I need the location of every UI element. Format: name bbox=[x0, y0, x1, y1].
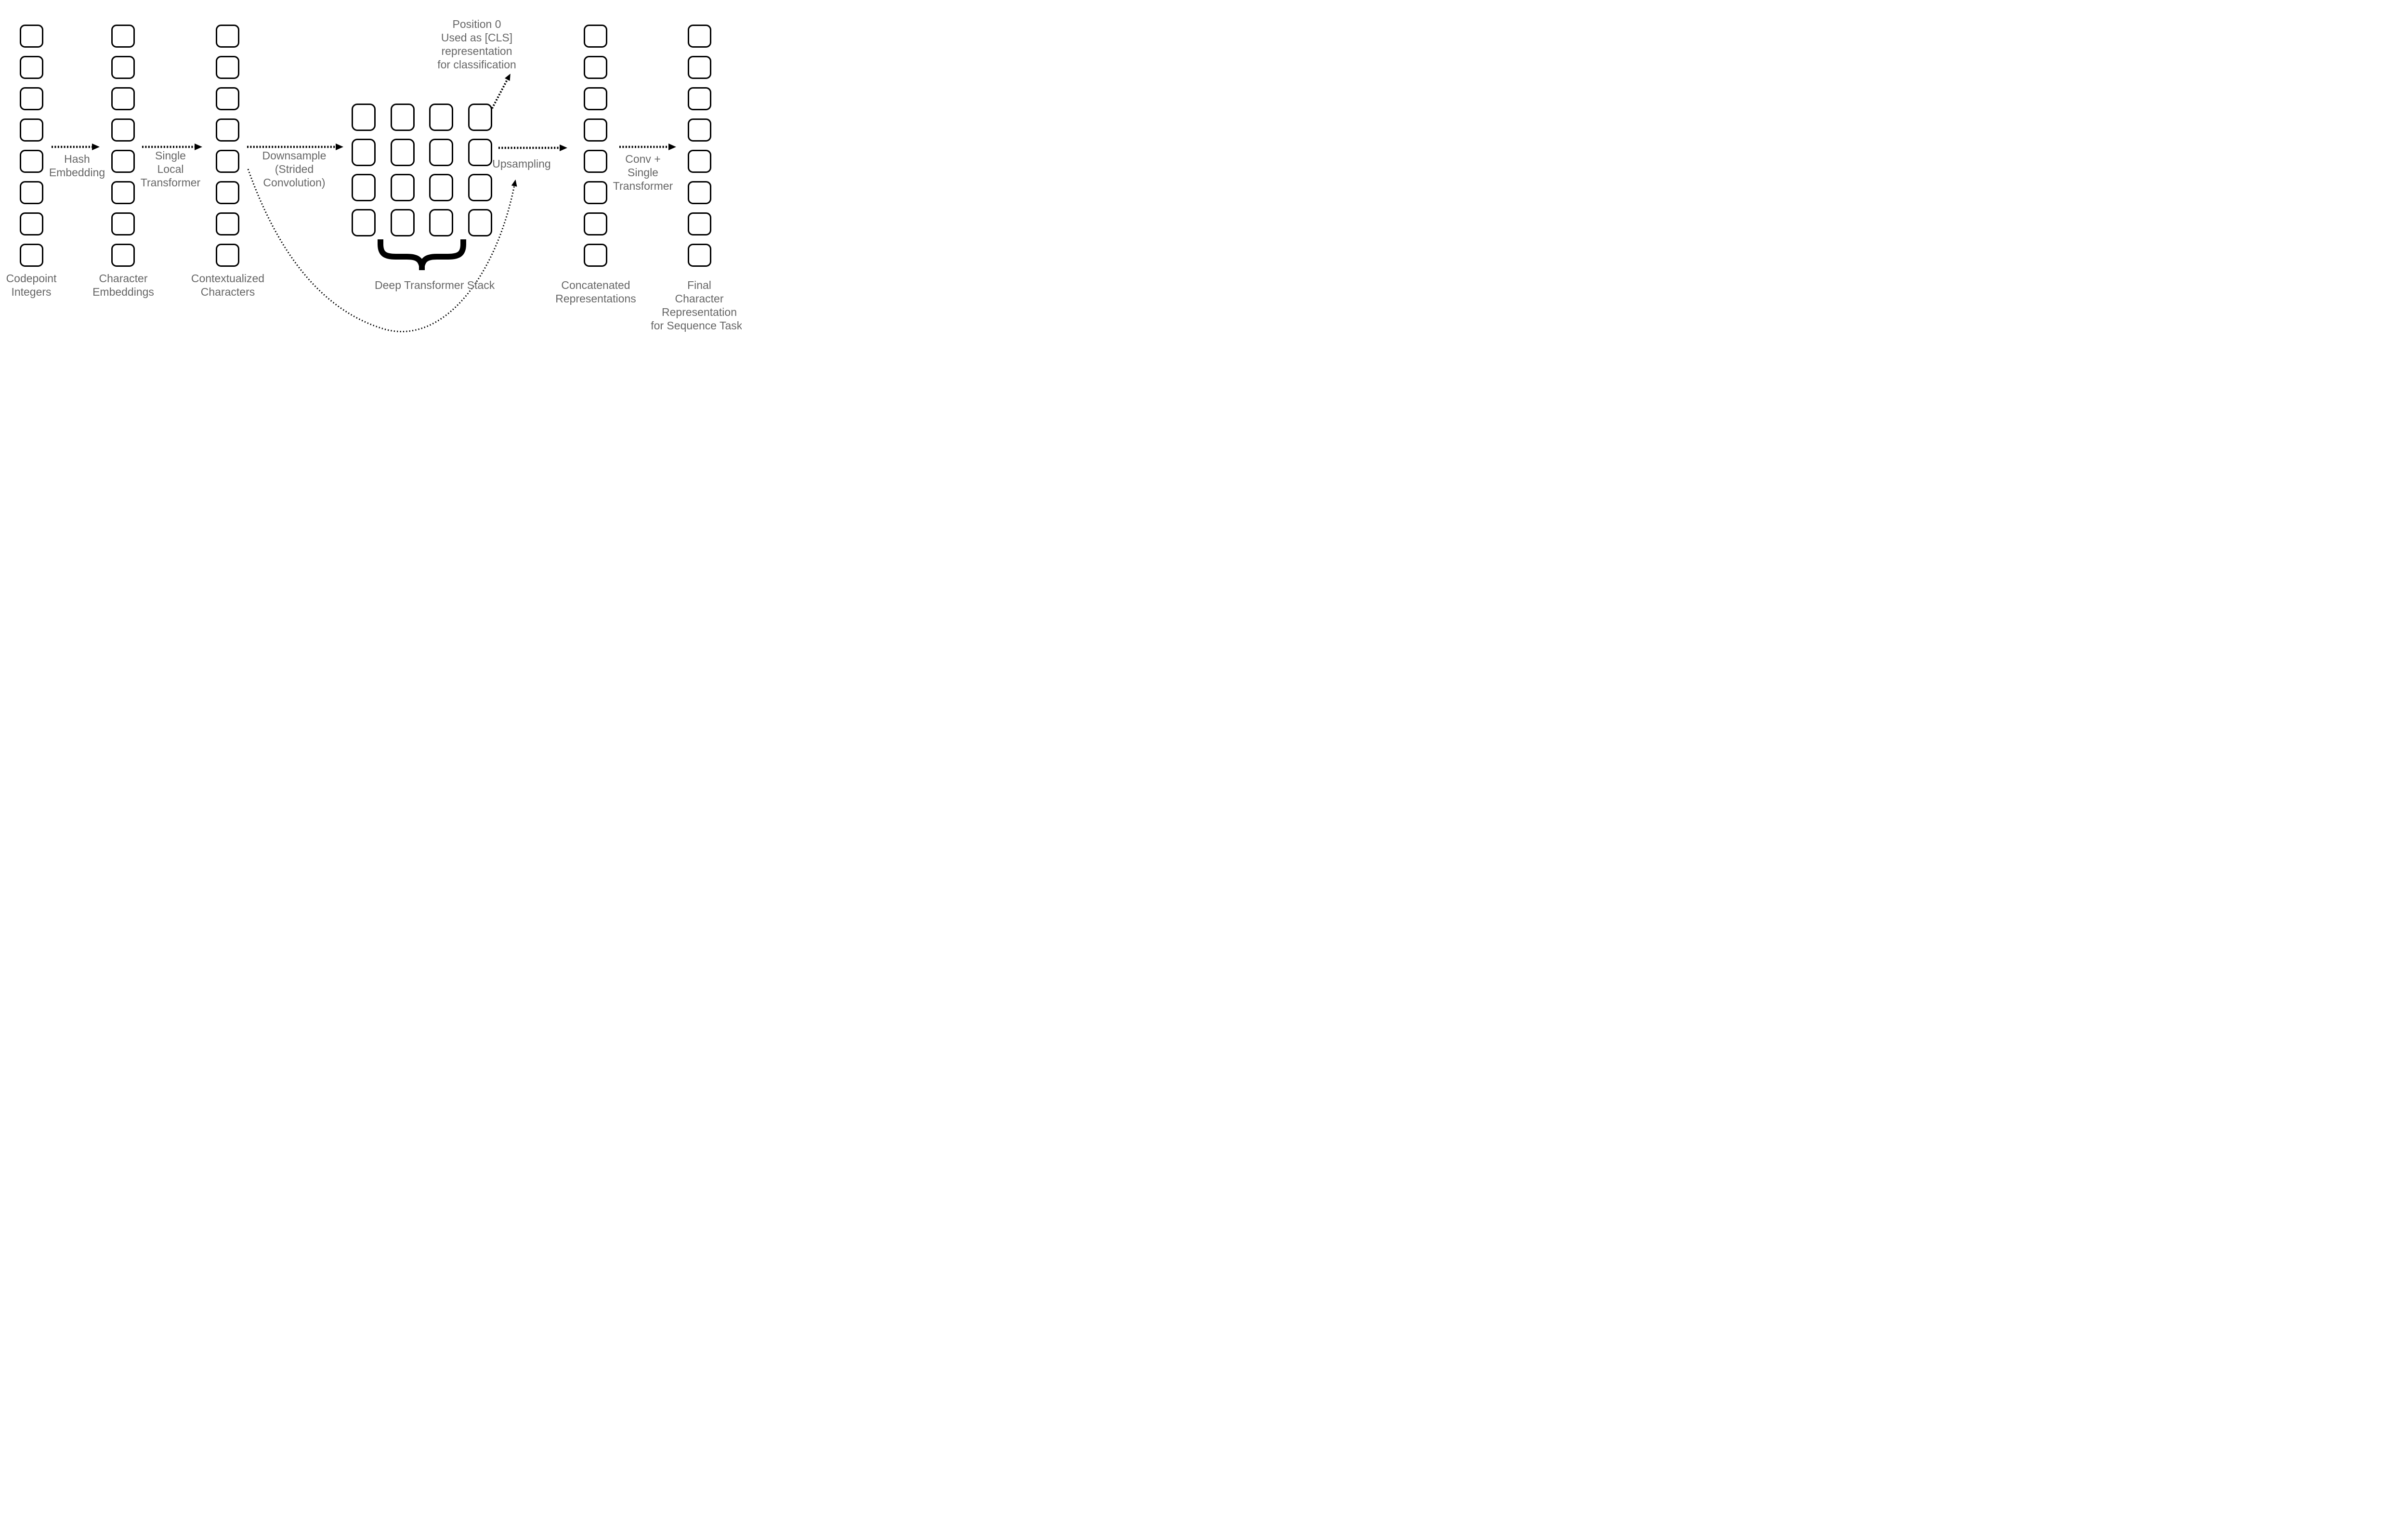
concatenated-representation-box bbox=[584, 87, 607, 110]
contextualized-character-box bbox=[216, 212, 239, 235]
final-representation-box bbox=[688, 150, 711, 173]
downsampled-position-box bbox=[468, 174, 492, 201]
final-representation-box bbox=[688, 118, 711, 142]
codepoint-box bbox=[20, 25, 43, 48]
column-contextualized-characters bbox=[216, 25, 239, 267]
contextualized-character-box bbox=[216, 87, 239, 110]
codepoint-box bbox=[20, 56, 43, 79]
downsampled-position-box bbox=[468, 104, 492, 131]
label-upsampling: Upsampling bbox=[492, 157, 551, 170]
label-codepoint-integers: Codepoint Integers bbox=[6, 272, 57, 298]
downsampled-position-box bbox=[429, 104, 453, 131]
contextualized-character-box bbox=[216, 244, 239, 267]
concatenated-representation-box bbox=[584, 118, 607, 142]
concatenated-representation-box bbox=[584, 244, 607, 267]
contextualized-character-box bbox=[216, 25, 239, 48]
character-embedding-box bbox=[111, 181, 135, 204]
character-embedding-box bbox=[111, 56, 135, 79]
character-embedding-box bbox=[111, 25, 135, 48]
codepoint-box bbox=[20, 181, 43, 204]
contextualized-character-box bbox=[216, 150, 239, 173]
connector-layer bbox=[52, 73, 676, 333]
downsampled-position-box bbox=[390, 209, 415, 236]
downsampled-position-box bbox=[468, 209, 492, 236]
codepoint-box bbox=[20, 212, 43, 235]
downsampled-position-box bbox=[390, 104, 415, 131]
cls-position0-arrow bbox=[488, 73, 510, 114]
final-representation-box bbox=[688, 56, 711, 79]
character-embedding-box bbox=[111, 150, 135, 173]
label-hash-embedding: Hash Embedding bbox=[49, 153, 105, 179]
label-single-local-transformer: Single Local Transformer bbox=[140, 149, 201, 189]
downsampled-position-box bbox=[429, 139, 453, 166]
label-concatenated-representations: Concatenated Representations bbox=[555, 279, 636, 305]
final-representation-box bbox=[688, 212, 711, 235]
downsampled-position-box bbox=[352, 104, 376, 131]
final-representation-box bbox=[688, 244, 711, 267]
concatenated-representation-box bbox=[584, 150, 607, 173]
concatenated-representation-box bbox=[584, 25, 607, 48]
character-embedding-box bbox=[111, 244, 135, 267]
downsampled-position-box bbox=[390, 139, 415, 166]
concatenated-representation-box bbox=[584, 56, 607, 79]
downsampled-position-box bbox=[429, 174, 453, 201]
label-character-embeddings: Character Embeddings bbox=[92, 272, 154, 298]
contextualized-character-box bbox=[216, 56, 239, 79]
codepoint-box bbox=[20, 244, 43, 267]
cls-note: Position 0 Used as [CLS] representation … bbox=[437, 18, 516, 71]
column-codepoint-integers bbox=[20, 25, 43, 267]
contextualized-character-box bbox=[216, 181, 239, 204]
residual-upsampling-curve-arrow bbox=[247, 169, 517, 333]
downsampled-position-box bbox=[352, 209, 376, 236]
deep-transformer-grid bbox=[352, 104, 492, 236]
label-conv-single-transformer: Conv + Single Transformer bbox=[613, 153, 673, 192]
downsampled-position-box bbox=[429, 209, 453, 236]
downsampled-position-box bbox=[352, 174, 376, 201]
downsampled-position-box bbox=[390, 174, 415, 201]
final-representation-box bbox=[688, 25, 711, 48]
column-concatenated-representations bbox=[584, 25, 607, 267]
column-final-representation bbox=[688, 25, 711, 267]
final-representation-box bbox=[688, 87, 711, 110]
downsampled-position-box bbox=[352, 139, 376, 166]
stack-underbrace-icon bbox=[378, 239, 466, 270]
character-embedding-box bbox=[111, 212, 135, 235]
final-representation-box bbox=[688, 181, 711, 204]
label-deep-transformer-stack: Deep Transformer Stack bbox=[375, 279, 495, 291]
column-character-embeddings bbox=[111, 25, 135, 267]
label-final-representation: Final Character Representation for Seque… bbox=[651, 279, 742, 332]
character-embedding-box bbox=[111, 87, 135, 110]
codepoint-box bbox=[20, 87, 43, 110]
character-embedding-box bbox=[111, 118, 135, 142]
codepoint-box bbox=[20, 118, 43, 142]
label-contextualized-characters: Contextualized Characters bbox=[191, 272, 265, 298]
label-downsample: Downsample (Strided Convolution) bbox=[262, 149, 327, 189]
concatenated-representation-box bbox=[584, 181, 607, 204]
downsampled-position-box bbox=[468, 139, 492, 166]
contextualized-character-box bbox=[216, 118, 239, 142]
concatenated-representation-box bbox=[584, 212, 607, 235]
canine-architecture-diagram: Codepoint Integers Character Embeddings … bbox=[0, 0, 742, 342]
codepoint-box bbox=[20, 150, 43, 173]
